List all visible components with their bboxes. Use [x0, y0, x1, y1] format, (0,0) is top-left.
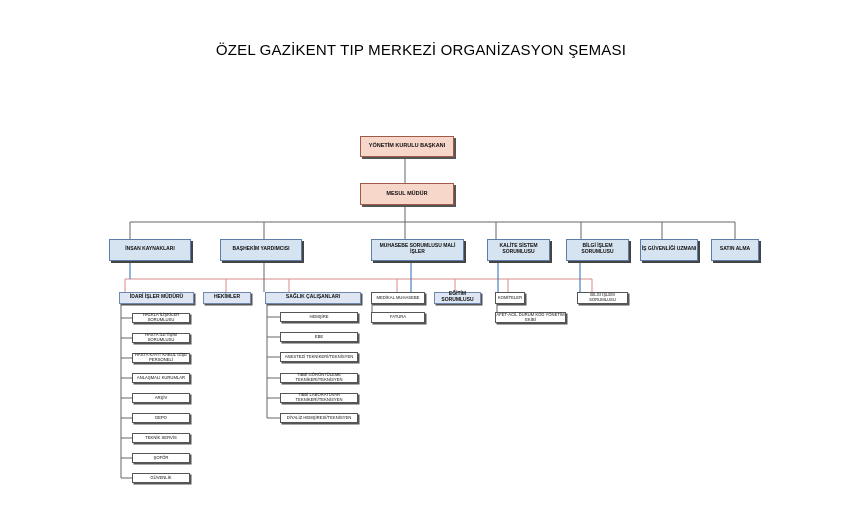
- responsible-manager-box: MESUL MÜDÜR: [360, 183, 454, 205]
- board-chairman-box: YÖNETİM KURULU BAŞKANI: [360, 136, 454, 157]
- section-medical-accounting: MEDİKAL MUHASEBE: [371, 292, 425, 304]
- admin-child: DEPO: [132, 413, 190, 423]
- health-child: TIBBİ LABORATUVAR TEKNİKERİ/TEKNİSYEN: [280, 392, 358, 403]
- section-admin-manager: İDARİ İŞLER MÜDÜRÜ: [119, 292, 194, 304]
- dept-occupational-safety: İŞ GÜVENLİĞİ UZMANI: [640, 239, 698, 261]
- dept-deputy-chief-physician: BAŞHEKİM YARDIMCISI: [220, 239, 302, 261]
- dept-human-resources: İNSAN KAYNAKLARI: [109, 239, 191, 261]
- admin-child: ARŞİV: [132, 393, 190, 403]
- admin-child: GÜVENLİK: [132, 473, 190, 483]
- section-it-officer: BİLGİ İŞLEM SORUMLUSU: [577, 292, 628, 304]
- admin-child: ANLAŞMALI KURUMLAR: [132, 373, 190, 383]
- admin-child: HALKLA İLİŞKİLER SORUMLUSU: [132, 312, 190, 323]
- dept-accounting-finance: MUHASEBE SORUMLUSU MALİ İŞLER: [371, 239, 464, 261]
- dept-information-technology: BİLGİ İŞLEM SORUMLUSU: [566, 239, 629, 261]
- admin-child: TEKNİK SERVİS: [132, 433, 190, 443]
- dept-purchasing: SATIN ALMA: [711, 239, 759, 261]
- admin-child: HASTA KAYIT KABUL GİŞE PERSONELİ: [132, 352, 190, 363]
- health-child: EBE: [280, 332, 358, 342]
- section-committees: KOMİTELER: [495, 292, 525, 304]
- admin-child: ŞOFÖR: [132, 453, 190, 463]
- section-doctors: HEKİMLER: [203, 292, 251, 304]
- section-training: EĞİTİM SORUMLUSU: [434, 291, 481, 304]
- section-health-workers: SAĞLIK ÇALIŞANLARI: [265, 292, 361, 304]
- health-child: TIBBİ GÖRÜNTÜLEME TEKNİKERİ/TEKNİSYEN: [280, 372, 358, 383]
- admin-child: HASTA İLETİŞİM SORUMLUSU: [132, 332, 190, 343]
- health-child: ANESTEZİ TEKNİKERİ/TEKNİSYEN: [280, 352, 358, 362]
- sub-emergency-team: AFET-ACİL DURUM KOD YÖNETİM EKİBİ: [495, 311, 566, 323]
- page-title: ÖZEL GAZİKENT TIP MERKEZİ ORGANİZASYON Ş…: [215, 42, 627, 59]
- sub-billing: FATURA: [371, 312, 425, 323]
- health-child: HEMŞİRE: [280, 312, 358, 322]
- dept-quality-system: KALİTE SİSTEM SORUMLUSU: [487, 239, 550, 261]
- health-child: DİYALİZ HEMŞİRESİ/TEKNİSYEN: [280, 413, 358, 423]
